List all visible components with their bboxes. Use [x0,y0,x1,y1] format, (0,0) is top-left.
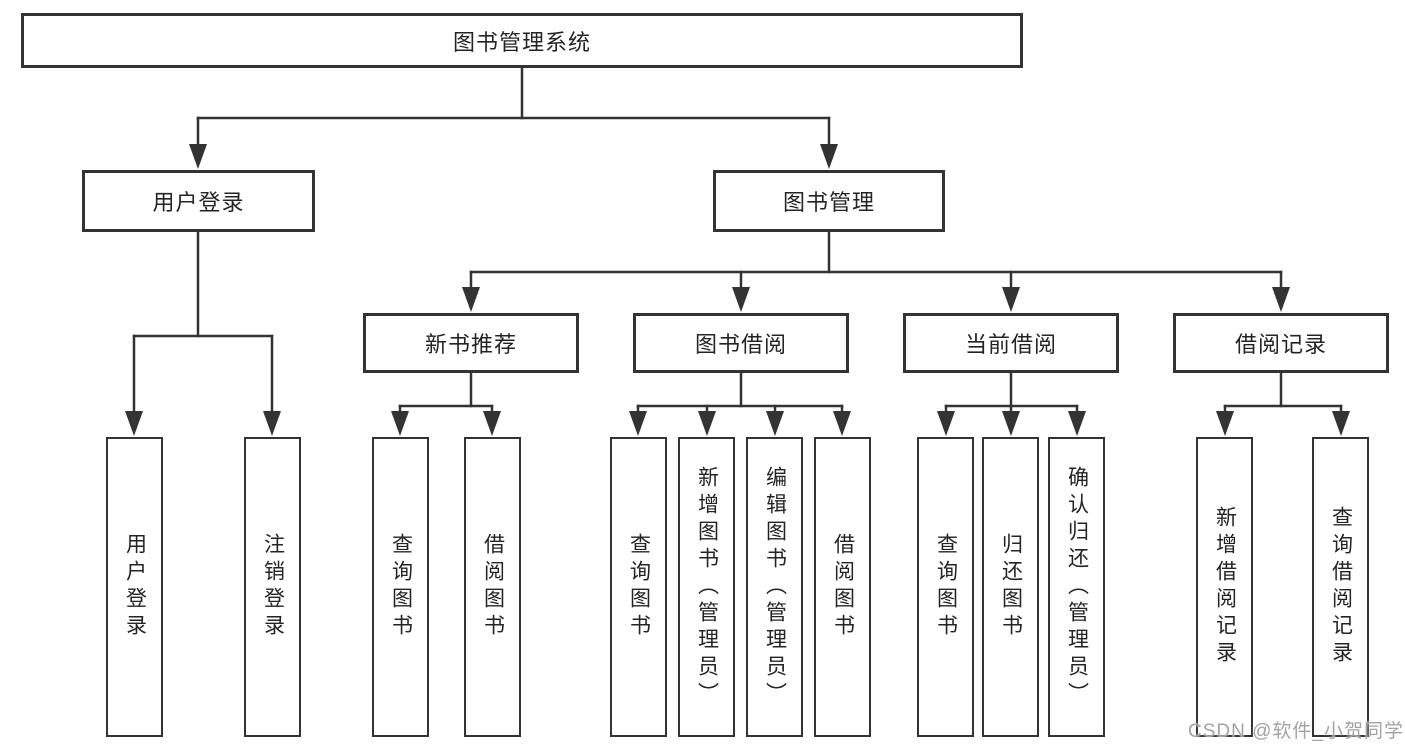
leaf-borrowing-query-books: 查询图书 [610,437,667,737]
leaf-edit-books-admin-label: 编辑图书（管理员） [763,465,787,709]
leaf-add-borrow-record: 新增借阅记录 [1196,437,1253,737]
leaf-current-query-books-label: 查询图书 [934,533,958,641]
leaf-recommend-borrow-books-label: 借阅图书 [481,533,505,641]
node-borrowing-records: 借阅记录 [1173,313,1389,373]
node-current-borrowing: 当前借阅 [903,313,1119,373]
leaf-logout-label: 注销登录 [261,533,285,641]
node-root-label: 图书管理系统 [452,29,591,55]
leaf-return-books: 归还图书 [982,437,1039,737]
leaf-edit-books-admin: 编辑图书（管理员） [746,437,803,737]
leaf-confirm-return-admin-label: 确认归还（管理员） [1065,465,1089,709]
node-new-book-recommendation: 新书推荐 [363,313,579,373]
leaf-add-borrow-record-label: 新增借阅记录 [1213,506,1237,668]
leaf-logout: 注销登录 [244,437,301,737]
leaf-borrow-books-label: 借阅图书 [831,533,855,641]
leaf-recommend-query-books-label: 查询图书 [389,533,413,641]
node-new-book-recommendation-label: 新书推荐 [424,332,517,357]
node-book-borrowing-label: 图书借阅 [694,332,787,357]
leaf-current-query-books: 查询图书 [917,437,974,737]
leaf-query-borrow-record: 查询借阅记录 [1312,437,1369,737]
leaf-query-borrow-record-label: 查询借阅记录 [1329,506,1353,668]
node-root: 图书管理系统 [21,13,1023,68]
node-book-management: 图书管理 [713,170,945,232]
leaf-return-books-label: 归还图书 [999,533,1023,641]
leaf-add-books-admin: 新增图书（管理员） [678,437,735,737]
leaf-borrow-books: 借阅图书 [814,437,871,737]
leaf-recommend-borrow-books: 借阅图书 [464,437,521,737]
node-user-login-label: 用户登录 [152,190,245,215]
node-book-borrowing: 图书借阅 [633,313,849,373]
arrowheads [125,144,1350,436]
leaf-add-books-admin-label: 新增图书（管理员） [695,465,719,709]
node-current-borrowing-label: 当前借阅 [964,332,1057,357]
leaf-user-login: 用户登录 [106,437,163,737]
watermark: CSDN @软件_小贺同学 [1188,721,1404,742]
node-user-login-branch: 用户登录 [82,170,315,232]
leaf-recommend-query-books: 查询图书 [372,437,429,737]
leaf-borrowing-query-books-label: 查询图书 [627,533,651,641]
leaf-confirm-return-admin: 确认归还（管理员） [1048,437,1105,737]
node-borrowing-records-label: 借阅记录 [1234,332,1327,357]
node-book-management-label: 图书管理 [782,190,875,215]
leaf-user-login-label: 用户登录 [123,533,147,641]
